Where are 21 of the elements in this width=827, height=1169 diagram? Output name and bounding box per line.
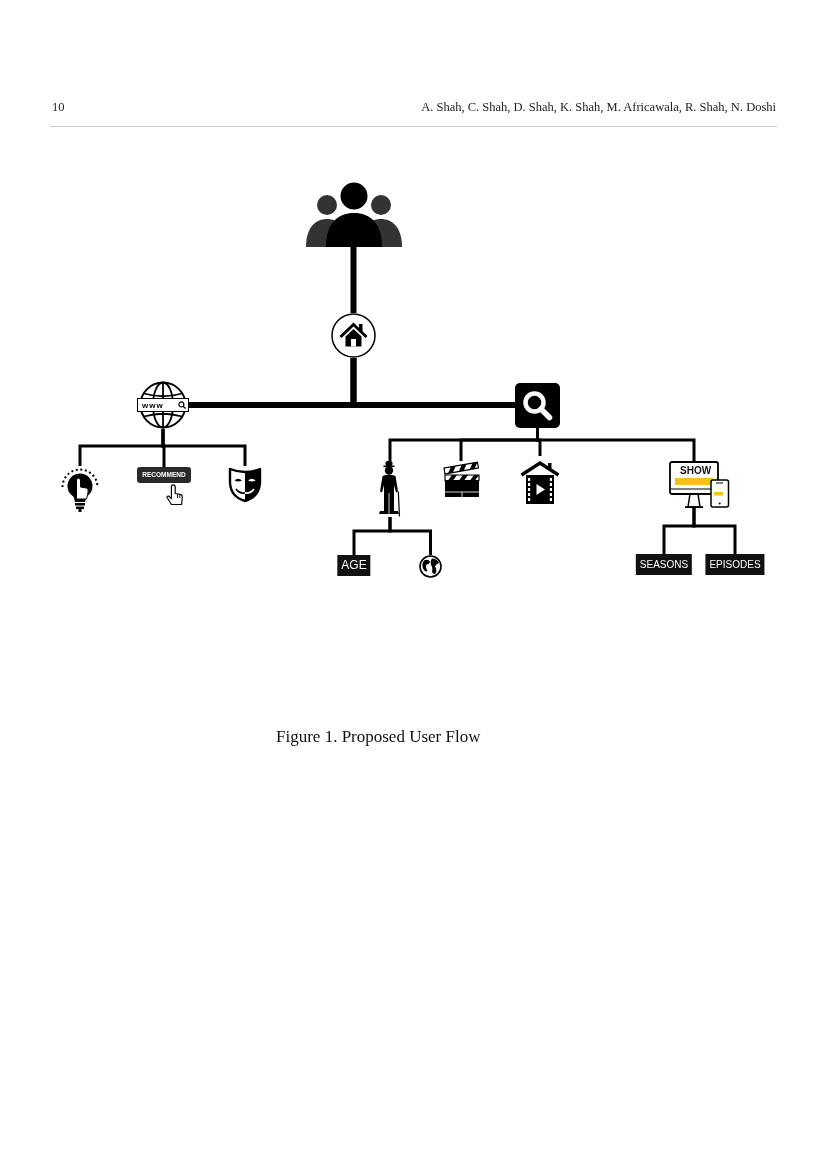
connector-line [161, 429, 247, 466]
earth-globe-icon [419, 555, 442, 578]
address-bar: www [137, 398, 189, 412]
text-tag: AGE [337, 555, 371, 576]
home-icon [331, 313, 376, 358]
connector-line [350, 358, 515, 408]
text-tag: EPISODES [705, 554, 765, 575]
lightbulb-icon [60, 466, 100, 512]
connector-line [350, 247, 357, 313]
running-header: A. Shah, C. Shah, D. Shah, K. Shah, M. Africawala, R. Shah, N. Doshi [421, 99, 776, 115]
users-icon [304, 182, 403, 247]
clapperboard-icon [442, 461, 480, 498]
text-tag: SEASONS [635, 554, 693, 575]
figure-caption: Figure 1. Proposed User Flow [276, 727, 481, 747]
connector-line [388, 517, 432, 555]
screen-text: SHOW [680, 465, 712, 477]
connector-line [536, 428, 696, 461]
theater-mask-icon [228, 466, 262, 502]
connector-line [692, 508, 737, 554]
page-number: 10 [52, 99, 65, 115]
search-icon [515, 383, 560, 428]
